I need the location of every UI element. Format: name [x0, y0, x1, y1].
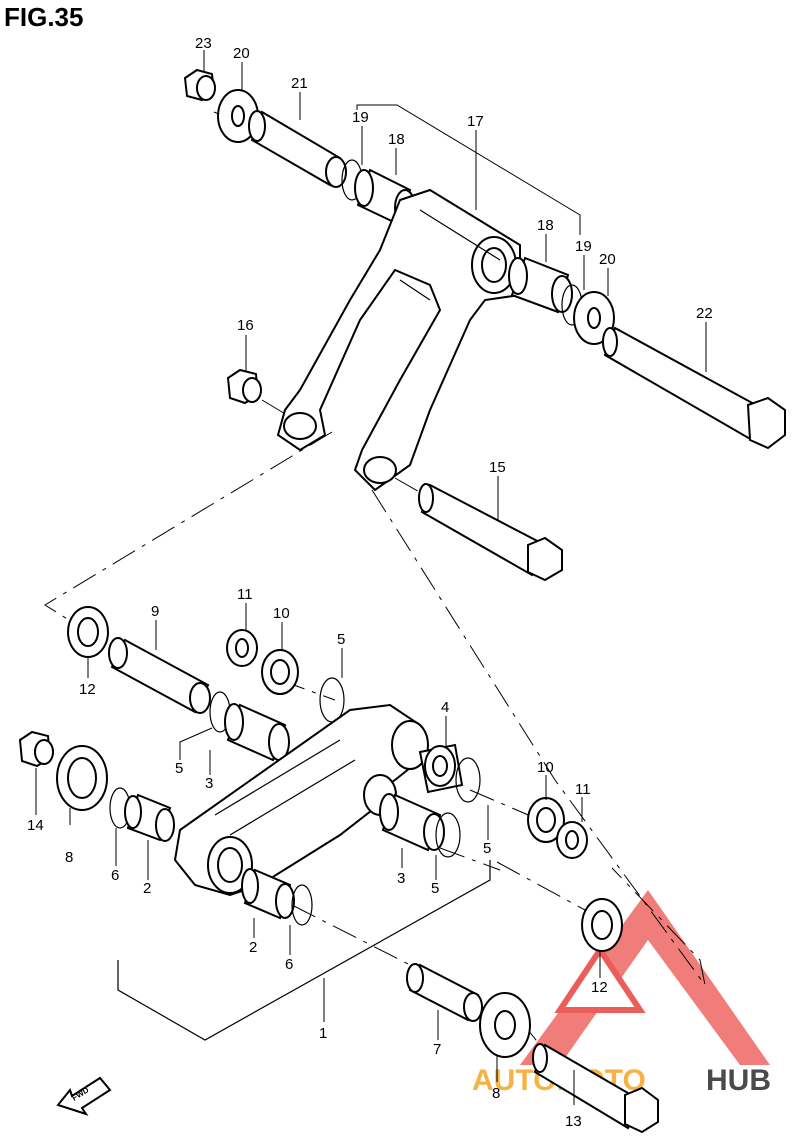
- part-5-circlip-upper: [319, 677, 345, 723]
- callout-2: 2: [249, 939, 257, 956]
- callout-6: 6: [285, 956, 293, 973]
- part-13-bolt: [532, 1043, 659, 1134]
- callout-5: 5: [337, 631, 345, 648]
- callout-17: 17: [467, 113, 484, 130]
- part-2-bearing-left: [124, 793, 175, 842]
- callout-19: 19: [352, 109, 369, 126]
- callout-14: 14: [27, 817, 44, 834]
- callout-6: 6: [111, 867, 119, 884]
- callout-23: 23: [195, 35, 212, 52]
- callout-3: 3: [205, 775, 213, 792]
- callout-1: 1: [319, 1025, 327, 1042]
- part-23-nut: [183, 68, 216, 102]
- part-7-sleeve: [406, 963, 483, 1022]
- callout-18: 18: [537, 217, 554, 234]
- part-20-washer-upper-left: [217, 89, 259, 143]
- callout-5: 5: [431, 880, 439, 897]
- callout-3: 3: [397, 870, 405, 887]
- part-10-seal-upper: [261, 649, 299, 695]
- callout-labels: 23 20 21 19 18 17 18 19 20 22 16 15 11 9…: [27, 35, 713, 1130]
- part-1-cushion-rod-link: [173, 703, 429, 897]
- callout-19: 19: [575, 238, 592, 255]
- part-5-circlip-center: [435, 812, 461, 858]
- callout-20: 20: [233, 45, 250, 62]
- part-10-seal-right: [527, 797, 565, 843]
- callout-10: 10: [537, 759, 554, 776]
- callout-15: 15: [489, 459, 506, 476]
- part-17-cushion-lever: [276, 188, 521, 492]
- part-20-washer-right: [573, 291, 615, 345]
- callout-8: 8: [65, 849, 73, 866]
- part-11-cap-upper: [226, 629, 258, 667]
- callout-9: 9: [151, 603, 159, 620]
- callout-18: 18: [388, 131, 405, 148]
- callout-5: 5: [483, 840, 491, 857]
- part-8-seal-left: [56, 745, 108, 811]
- callout-11: 11: [237, 586, 253, 603]
- watermark-logo: AUTOMOTO HUB: [472, 890, 771, 1097]
- watermark-text-dark: HUB: [706, 1064, 771, 1097]
- callout-12: 12: [591, 979, 608, 996]
- figure-title: FIG.35: [4, 2, 84, 32]
- part-15-bolt: [418, 483, 563, 582]
- callout-11: 11: [575, 781, 591, 798]
- part-12-seal-left: [67, 606, 109, 658]
- callout-22: 22: [696, 305, 713, 322]
- part-18-bearing-right: [508, 256, 573, 314]
- fwd-arrow: FWD: [56, 1076, 112, 1116]
- part-12-seal-right: [581, 898, 623, 952]
- callout-16: 16: [237, 317, 254, 334]
- part-4-collar: [418, 743, 464, 794]
- part-21-spacer: [248, 110, 347, 188]
- part-22-bolt: [602, 326, 786, 450]
- callout-2: 2: [143, 880, 151, 897]
- part-8-seal-bottom: [479, 992, 531, 1058]
- callout-12: 12: [79, 681, 96, 698]
- callout-8: 8: [492, 1085, 500, 1102]
- callout-5: 5: [175, 760, 183, 777]
- leader-lines: [35, 50, 707, 1105]
- part-14-nut: [18, 730, 54, 768]
- callout-13: 13: [565, 1113, 582, 1130]
- part-5-circlip-right: [455, 757, 481, 803]
- part-3-bearing-center: [379, 793, 445, 852]
- part-2-bearing-bottom: [241, 868, 295, 920]
- part-16-nut: [226, 368, 262, 405]
- callout-7: 7: [433, 1041, 441, 1058]
- part-11-cap-right: [556, 821, 588, 859]
- callout-4: 4: [441, 699, 449, 716]
- part-6-circlip-bottom: [291, 884, 313, 926]
- callout-21: 21: [291, 75, 308, 92]
- callout-10: 10: [273, 605, 290, 622]
- part-9-sleeve: [108, 637, 211, 714]
- callout-20: 20: [599, 251, 616, 268]
- part-3-bearing-left: [224, 703, 290, 762]
